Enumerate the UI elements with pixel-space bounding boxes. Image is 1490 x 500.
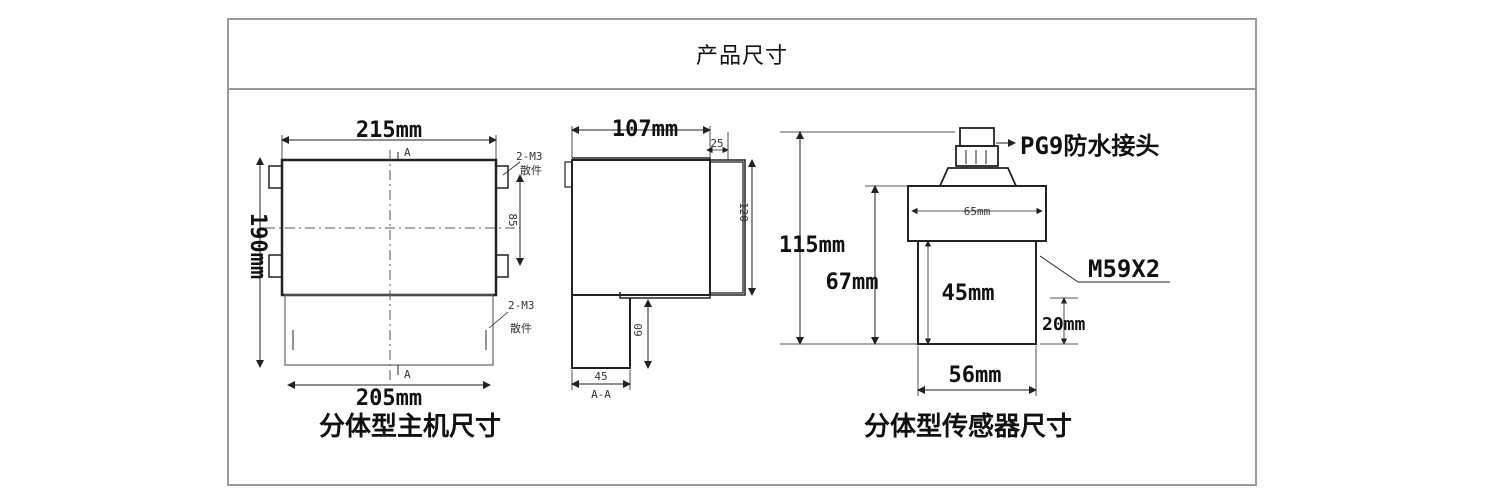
thread-length: 20mm (1042, 314, 1086, 335)
sensor-lower-height: 45mm (942, 281, 995, 306)
host-height: 190mm (245, 213, 270, 279)
host-width-top: 215mm (356, 118, 422, 143)
section-mark-top: A (404, 146, 411, 159)
product-dimension-panel: 产品尺寸 (227, 18, 1257, 486)
sensor-total-height: 115mm (779, 233, 845, 258)
panel-title: 产品尺寸 (229, 20, 1255, 90)
side-lower-height: 60 (632, 323, 645, 336)
side-depth: 107mm (612, 117, 678, 142)
section-mark-bottom: A (404, 368, 411, 381)
side-section-label: A-A (591, 388, 611, 401)
side-top-step: 25 (710, 137, 723, 150)
side-bottom-width: 45 (594, 370, 607, 383)
screw-sub-top: 散件 (520, 163, 542, 177)
sensor-caption: 分体型传感器尺寸 (864, 412, 1072, 442)
sensor-base-width: 56mm (949, 363, 1002, 388)
host-width-bottom: 205mm (356, 386, 422, 411)
sensor-view (780, 127, 1170, 396)
host-caption: 分体型主机尺寸 (319, 412, 501, 442)
sensor-body-height: 67mm (826, 270, 879, 295)
thread-spec: M59X2 (1088, 255, 1160, 283)
flange-width: 65mm (964, 205, 991, 218)
host-front-view (256, 135, 524, 389)
hole-spacing: 85 (506, 213, 519, 226)
host-side-section (564, 126, 756, 390)
connector-label: PG9防水接头 (1020, 132, 1159, 160)
side-right-height: 120 (737, 202, 750, 222)
screw-label-top: 2-M3 (516, 150, 543, 163)
screw-label-bottom: 2-M3 (508, 299, 535, 312)
screw-sub-bottom: 散件 (510, 321, 532, 335)
